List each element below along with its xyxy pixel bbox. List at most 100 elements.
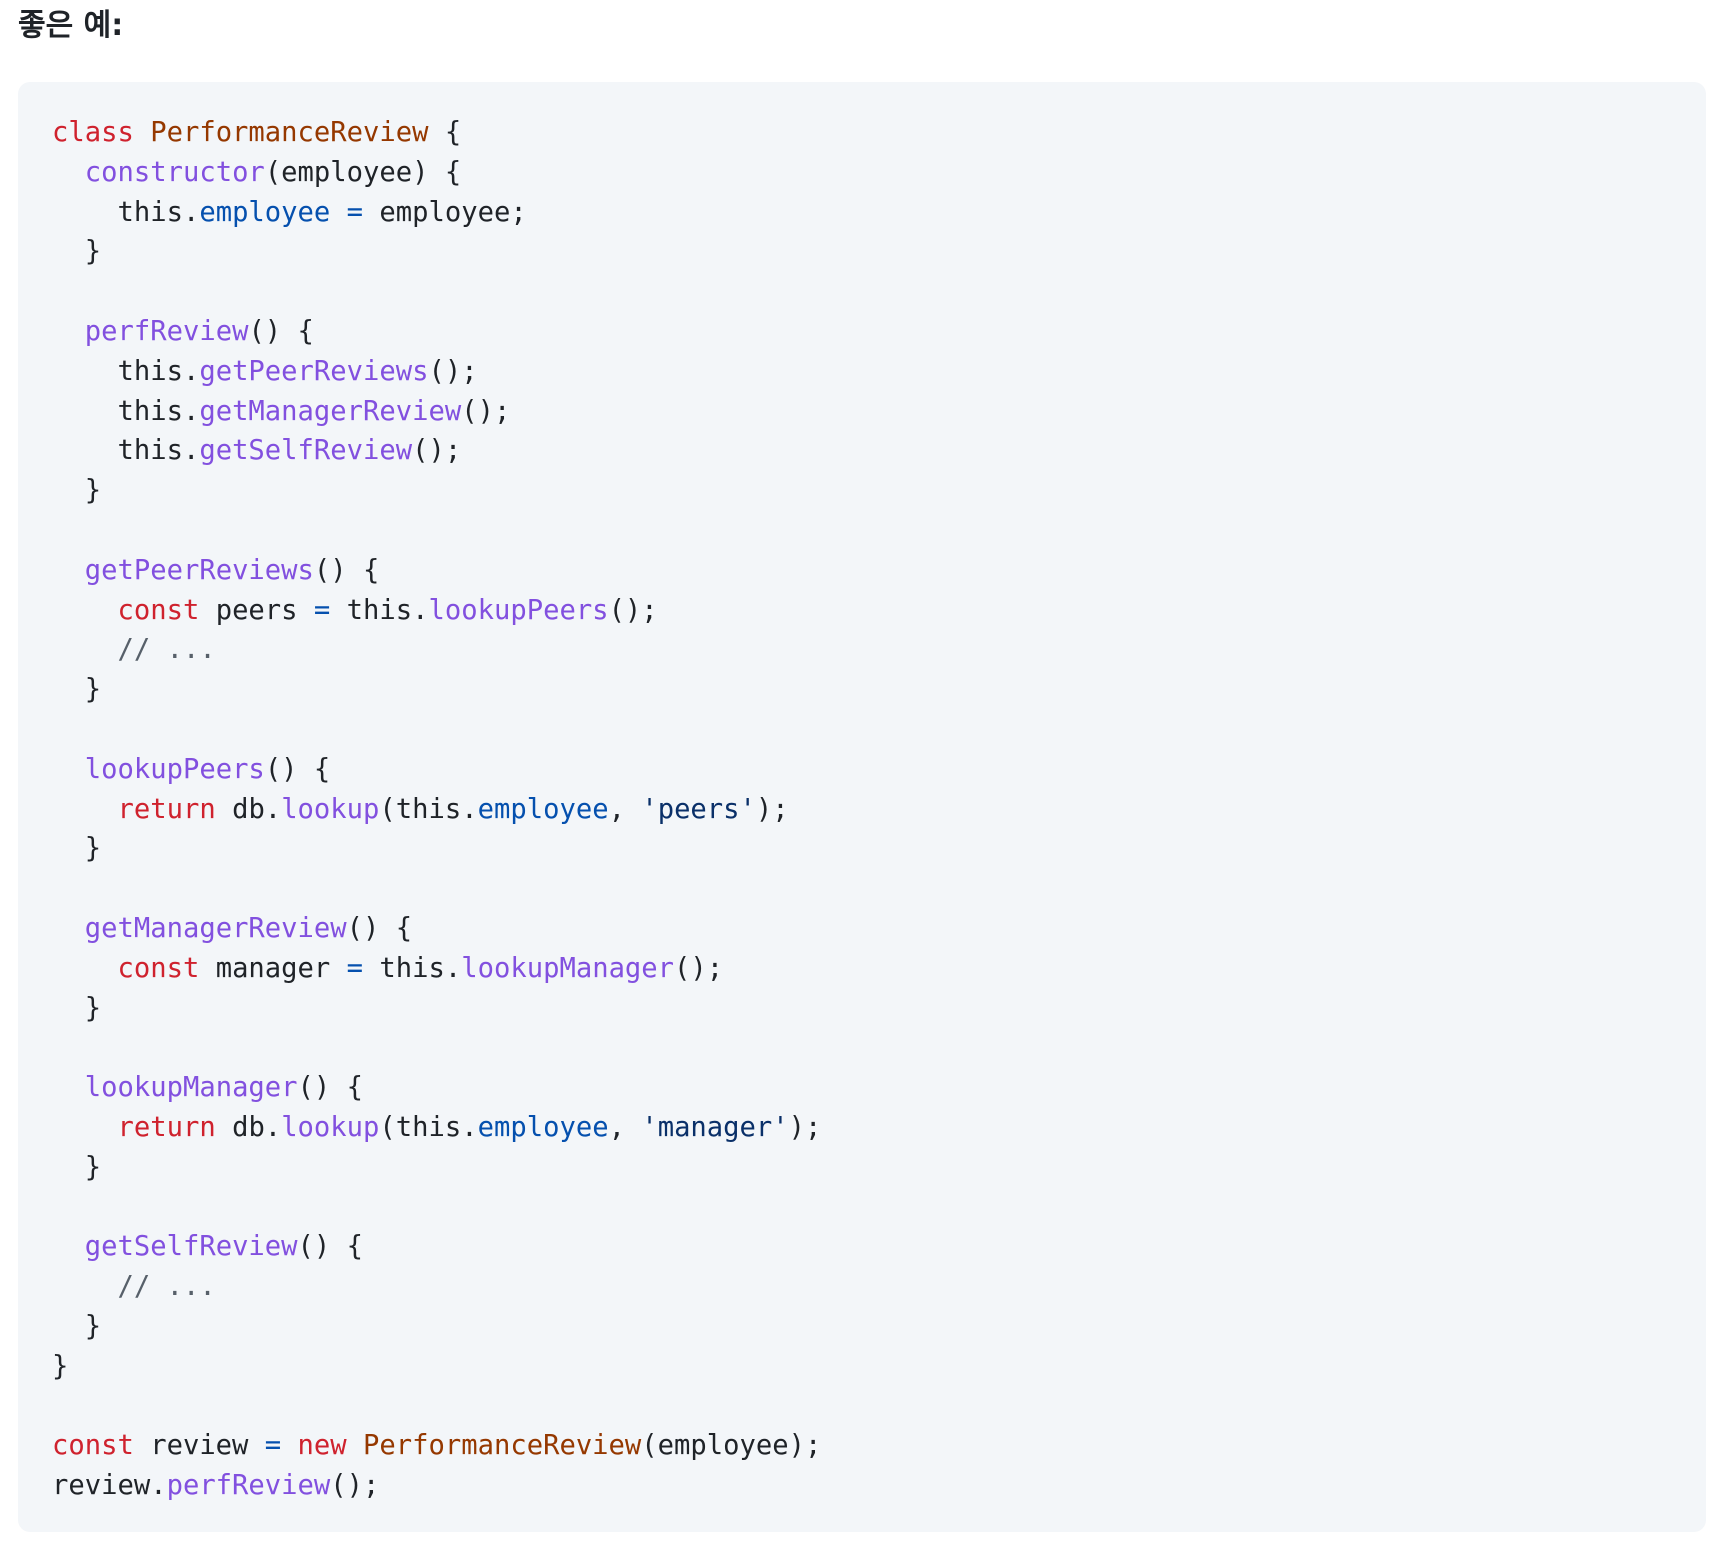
code-line: this.getPeerReviews(); xyxy=(52,352,1706,392)
code-token-plain: } xyxy=(52,236,102,268)
code-token-plain: (); xyxy=(330,1470,380,1502)
code-token-plain xyxy=(52,1112,117,1143)
code-token-plain: review. xyxy=(52,1470,167,1502)
code-token-plain xyxy=(52,1231,85,1262)
code-token-func: lookup xyxy=(281,793,380,825)
code-token-plain: ); xyxy=(755,793,789,825)
code-line: class PerformanceReview { xyxy=(52,113,1706,153)
code-line: getSelfReview() { xyxy=(52,1227,1706,1267)
code-token-plain: } xyxy=(52,1310,102,1342)
code-token-plain: (); xyxy=(412,435,462,467)
code-token-func: perfReview xyxy=(166,1470,331,1502)
code-line: lookupManager() { xyxy=(52,1068,1706,1108)
code-token-plain: review xyxy=(133,1430,265,1462)
code-token-keyword: const xyxy=(117,952,200,984)
code-token-keyword: new xyxy=(297,1430,347,1462)
code-token-plain xyxy=(52,634,117,665)
code-token-plain xyxy=(52,595,117,626)
code-line: lookupPeers() { xyxy=(52,750,1706,790)
code-line: } xyxy=(52,232,1706,272)
code-line: const review = new PerformanceReview(emp… xyxy=(52,1426,1706,1466)
code-token-plain: (employee); xyxy=(641,1430,822,1462)
code-token-keyword: const xyxy=(117,594,200,626)
code-token-plain xyxy=(52,1271,117,1302)
code-line: getManagerReview() { xyxy=(52,909,1706,949)
code-token-plain: () { xyxy=(313,554,380,586)
code-line: } xyxy=(52,829,1706,869)
code-token-op: = xyxy=(313,594,331,626)
code-line: ​ xyxy=(52,272,1706,312)
code-token-plain: } xyxy=(52,475,102,507)
code-token-plain: db. xyxy=(215,793,282,825)
code-token-prop: employee xyxy=(199,196,331,228)
code-token-plain xyxy=(52,953,117,984)
code-line: } xyxy=(52,670,1706,710)
code-line: ​ xyxy=(52,1387,1706,1427)
code-token-plain: } xyxy=(52,992,102,1024)
code-token-func: lookupPeers xyxy=(84,753,265,785)
code-line: } xyxy=(52,989,1706,1029)
code-token-plain: db. xyxy=(215,1111,282,1143)
code-token-string: 'peers' xyxy=(641,793,756,825)
code-token-plain xyxy=(281,1430,297,1461)
code-token-plain: manager xyxy=(199,952,347,984)
code-token-plain: (this. xyxy=(379,793,478,825)
code-line: // ... xyxy=(52,1267,1706,1307)
code-token-func: constructor xyxy=(84,156,265,188)
code-token-plain: , xyxy=(608,1111,642,1143)
code-token-plain: (employee) { xyxy=(264,156,462,188)
code-token-op: = xyxy=(346,196,364,228)
code-token-plain: this. xyxy=(52,196,200,228)
code-line: const peers = this.lookupPeers(); xyxy=(52,591,1706,631)
code-token-keyword: return xyxy=(117,1111,216,1143)
code-token-plain xyxy=(52,794,117,825)
code-line: this.getSelfReview(); xyxy=(52,431,1706,471)
code-token-func: lookupPeers xyxy=(428,594,609,626)
code-line: } xyxy=(52,1347,1706,1387)
code-token-plain: } xyxy=(52,674,102,706)
code-token-plain xyxy=(347,1430,363,1461)
code-line: review.perfReview(); xyxy=(52,1466,1706,1506)
code-token-func: lookupManager xyxy=(461,952,675,984)
code-token-plain xyxy=(52,316,85,347)
code-line: return db.lookup(this.employee, 'manager… xyxy=(52,1108,1706,1148)
code-token-plain: this. xyxy=(330,594,429,626)
code-token-func: getManagerReview xyxy=(199,395,462,427)
code-line: ​ xyxy=(52,1028,1706,1068)
code-token-plain: () { xyxy=(346,912,413,944)
code-line: ​ xyxy=(52,710,1706,750)
code-content[interactable]: class PerformanceReview { constructor(em… xyxy=(52,113,1706,1506)
code-token-prop: employee xyxy=(477,793,609,825)
code-token-plain: } xyxy=(52,833,102,865)
code-token-op: = xyxy=(264,1430,282,1462)
code-line: constructor(employee) { xyxy=(52,153,1706,193)
code-line: } xyxy=(52,1307,1706,1347)
code-token-class: PerformanceReview xyxy=(363,1430,642,1462)
code-token-func: perfReview xyxy=(84,315,249,347)
code-token-plain: employee; xyxy=(363,196,527,228)
code-token-plain xyxy=(52,1072,85,1103)
code-line: // ... xyxy=(52,630,1706,670)
code-token-plain: } xyxy=(52,1151,102,1183)
code-token-plain xyxy=(52,555,85,586)
code-token-plain: this. xyxy=(52,355,200,387)
code-block[interactable]: class PerformanceReview { constructor(em… xyxy=(18,82,1706,1532)
code-token-func: getPeerReviews xyxy=(84,554,314,586)
code-token-keyword: const xyxy=(52,1430,134,1462)
code-token-plain: this. xyxy=(52,395,200,427)
code-token-plain xyxy=(134,117,150,148)
code-token-plain: this. xyxy=(363,952,462,984)
code-line: const manager = this.lookupManager(); xyxy=(52,949,1706,989)
code-token-op: = xyxy=(346,952,364,984)
code-line: ​ xyxy=(52,511,1706,551)
code-token-comment: // ... xyxy=(117,634,216,666)
code-line: } xyxy=(52,471,1706,511)
code-token-plain: () { xyxy=(297,1231,364,1263)
code-token-plain: , xyxy=(608,793,642,825)
code-token-func: getManagerReview xyxy=(84,912,347,944)
code-token-plain xyxy=(52,754,85,785)
code-token-plain: } xyxy=(52,1350,69,1382)
code-token-plain: (this. xyxy=(379,1111,478,1143)
code-token-keyword: class xyxy=(52,117,134,148)
code-token-plain: () { xyxy=(297,1072,364,1104)
